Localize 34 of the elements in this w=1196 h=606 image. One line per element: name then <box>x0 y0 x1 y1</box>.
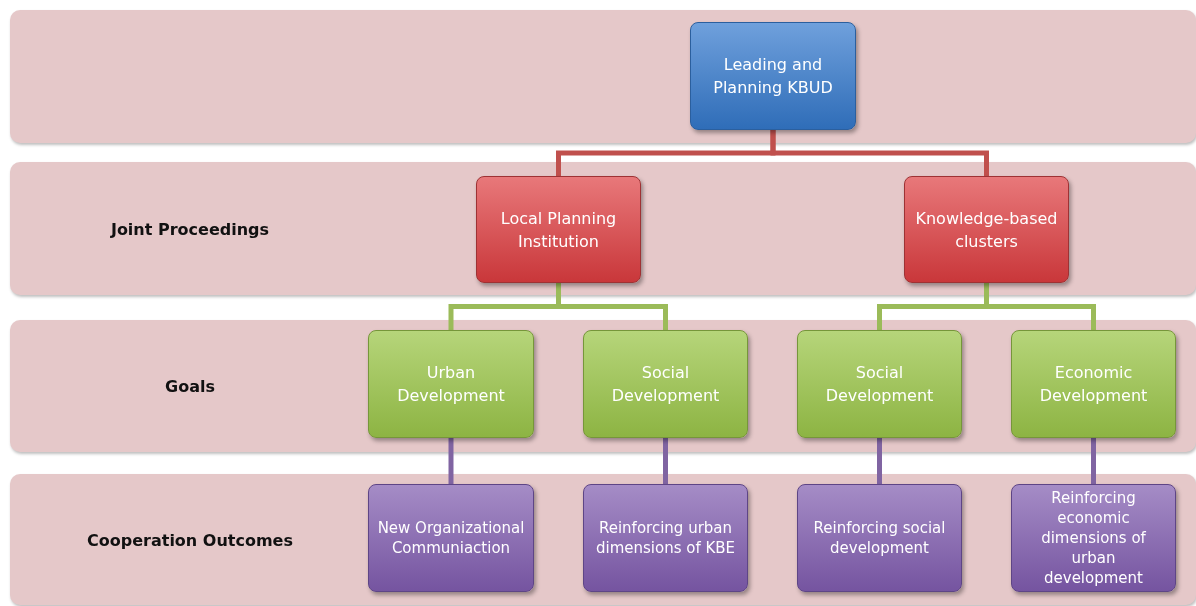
process-box <box>1011 330 1176 438</box>
box-label: Social Development <box>824 362 935 407</box>
row-label: Joint Proceedings <box>109 219 271 238</box>
process-box <box>583 484 748 592</box>
process-box <box>368 484 534 592</box>
box-label: Local Planning Institution <box>499 207 618 253</box>
process-box <box>583 330 748 438</box>
process-box <box>368 330 534 438</box>
box-label: Economic Development <box>1038 362 1149 407</box>
box-label: Reinforcing economic dimensions of urban development <box>1040 488 1147 588</box>
box-label: Urban Development <box>396 362 506 407</box>
process-box <box>797 330 962 438</box>
box-label: Leading and Planning KBUD <box>712 54 834 99</box>
process-box <box>690 22 856 130</box>
process-box <box>1011 484 1176 592</box>
row-band <box>10 162 1196 295</box>
row-label: Goals <box>164 376 216 396</box>
connector-line <box>1091 438 1096 484</box>
box-label: Knowledge-based clusters <box>914 207 1059 253</box>
connector-line <box>663 438 668 484</box>
connector-line <box>770 130 989 176</box>
process-box <box>797 484 962 592</box>
connector-line <box>448 438 454 484</box>
row-label: Cooperation Outcomes <box>86 530 294 549</box>
connector-line <box>877 438 882 484</box>
box-label: Social Development <box>610 362 721 407</box>
box-label: New Organizational Communiaction <box>377 518 525 558</box>
process-box <box>904 176 1069 283</box>
row-band <box>10 320 1196 452</box>
process-box <box>476 176 641 283</box>
box-label: Reinforcing urban dimensions of KBE <box>594 518 737 558</box>
row-band <box>10 10 1196 143</box>
row-band <box>10 474 1196 605</box>
box-label: Reinforcing social development <box>812 518 947 558</box>
